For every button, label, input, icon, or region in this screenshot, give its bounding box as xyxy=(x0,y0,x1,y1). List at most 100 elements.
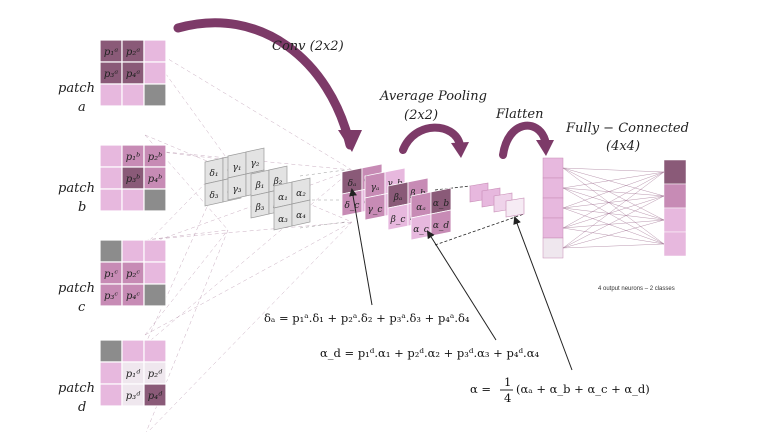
patch-cell-label: p₂ᵇ xyxy=(148,152,162,163)
dashed-connection xyxy=(144,169,353,246)
dashed-connection xyxy=(144,229,229,336)
feature-map-cell-label: βₐ xyxy=(393,193,403,203)
patch-a-label-letter: a xyxy=(78,100,86,115)
patch-cell xyxy=(143,339,167,363)
patch-cell-label: p₄ᵇ xyxy=(148,174,162,185)
kernel-cell-label: β₃ xyxy=(255,203,265,213)
feature-map-cell-label: α_d xyxy=(433,221,450,231)
patch-cell xyxy=(99,339,123,363)
patch-cell xyxy=(143,261,167,285)
patch-a-label-word: patch xyxy=(58,81,95,96)
patch-cell xyxy=(143,239,167,263)
conv-arrow-head xyxy=(338,130,362,152)
pooling-label: Average Pooling xyxy=(379,89,487,104)
patch-cell-label: p₄ᵃ xyxy=(126,69,140,80)
patch-cell xyxy=(99,239,123,263)
flatten-arrow xyxy=(499,121,549,159)
flatten-column xyxy=(542,157,564,259)
fc-connection xyxy=(562,243,665,249)
kernel-cell-label: β₁ xyxy=(255,181,265,191)
fc-size-label: (4x4) xyxy=(606,139,640,154)
fc-connection xyxy=(562,171,665,189)
equation-delta-a: δₐ = p₁ᵃ.δ₁ + p₂ᵃ.δ₂ + p₃ᵃ.δ₃ + p₄ᵃ.δ₄ xyxy=(264,311,470,325)
patch-cell xyxy=(99,144,123,168)
kernel-cell-label: α₃ xyxy=(278,215,288,225)
pool-arrow xyxy=(399,123,464,154)
feature-map-cell-label: γ_c xyxy=(368,205,383,215)
patch-cell-label: p₄ᶜ xyxy=(126,291,140,302)
output-neuron xyxy=(663,159,687,185)
flatten-neuron xyxy=(542,177,564,199)
kernel-cell-label: δ₁ xyxy=(209,169,218,179)
dashed-connection xyxy=(147,221,353,432)
kernel-cell-label: γ₂ xyxy=(251,159,260,169)
kernel-cell-label: γ₁ xyxy=(233,163,242,173)
fc-connection xyxy=(562,187,665,245)
patch-d-label-word: patch xyxy=(58,381,95,396)
fc-connections xyxy=(562,167,665,249)
patch-labels: patch a patch b patch c patch d xyxy=(58,81,95,415)
patch-cell xyxy=(143,383,167,407)
output-neuron xyxy=(663,183,687,209)
patch-cell xyxy=(143,83,167,107)
fc-connection xyxy=(562,167,665,245)
patch-cell-label: p₃ᵈ xyxy=(126,391,140,402)
kernel-cell-label: α₂ xyxy=(296,189,306,199)
fc-connection xyxy=(562,171,665,229)
flatten-neuron xyxy=(542,217,564,239)
feature-map-cell-label: γ_b xyxy=(387,179,403,189)
fc-connection xyxy=(562,171,665,209)
feature-map-cell-label: δₐ xyxy=(348,179,357,189)
patch-b-label-letter: b xyxy=(78,200,86,215)
feature-map-cell-label: β_c xyxy=(390,215,406,225)
conv-kernels: δ₁δ₂δ₃δ₄γ₁γ₂γ₃γ₄β₁β₂β₃β₄α₁α₂α₃α₄ xyxy=(204,147,311,231)
pooled-cell xyxy=(505,197,525,218)
patch-cell xyxy=(143,188,167,212)
pool-arrow-head xyxy=(451,142,469,158)
kernel-cell-label: γ₃ xyxy=(233,185,242,195)
patch-cell xyxy=(143,39,167,63)
kernel-cell-label: α₄ xyxy=(296,211,306,221)
kernel-cell-label: δ₃ xyxy=(209,191,218,201)
fc-connection xyxy=(562,167,665,221)
pooled-outputs xyxy=(469,182,525,218)
feature-map-cell-label: β_b xyxy=(409,189,426,199)
fc-connection xyxy=(562,207,665,221)
patch-cell xyxy=(99,361,123,385)
kernel-cell xyxy=(291,199,311,227)
patch-cell xyxy=(121,188,145,212)
fc-connection xyxy=(562,219,665,249)
flatten-neuron xyxy=(542,237,564,259)
patch-cell-label: p₁ᵇ xyxy=(126,152,140,163)
patch-c-label-letter: c xyxy=(78,300,86,315)
patch-cell xyxy=(99,83,123,107)
dashed-connection xyxy=(144,221,353,241)
output-neuron xyxy=(663,231,687,257)
patch-b: p₁ᵇ p₂ᵇ p₃ᵇ p₄ᵇ xyxy=(99,144,167,212)
patch-cell-label: p₄ᵈ xyxy=(148,391,162,402)
equation-alpha-rhs: (αₐ + α_b + α_c + α_d) xyxy=(516,382,650,396)
dashed-connection xyxy=(144,221,353,336)
equation-alpha-d: α_d = p₁ᵈ.α₁ + p₂ᵈ.α₂ + p₃ᵈ.α₃ + p₄ᵈ.α₄ xyxy=(320,346,539,360)
dashed-connection xyxy=(144,44,353,171)
patch-cell-label: p₁ᵈ xyxy=(126,369,140,380)
patch-cell xyxy=(121,339,145,363)
feature-map-cell xyxy=(430,209,452,237)
patch-cell-label: p₃ᵇ xyxy=(126,174,140,185)
fc-connection xyxy=(562,195,665,229)
patch-d-label-letter: d xyxy=(78,400,86,415)
patch-cell-label: p₂ᵈ xyxy=(148,369,162,380)
flatten-neuron xyxy=(542,197,564,219)
fc-connection xyxy=(562,171,665,249)
dashed-connection xyxy=(299,169,346,177)
feature-map-cell-label: δ_c xyxy=(345,201,360,211)
fc-connection xyxy=(562,219,665,229)
patch-cell xyxy=(143,61,167,85)
fc-connection xyxy=(562,207,665,245)
patch-cell xyxy=(121,83,145,107)
patch-cell-label: p₁ᵃ xyxy=(104,47,118,58)
flatten-arrow-head xyxy=(536,140,554,156)
patch-cell-label: p₃ᶜ xyxy=(104,291,118,302)
